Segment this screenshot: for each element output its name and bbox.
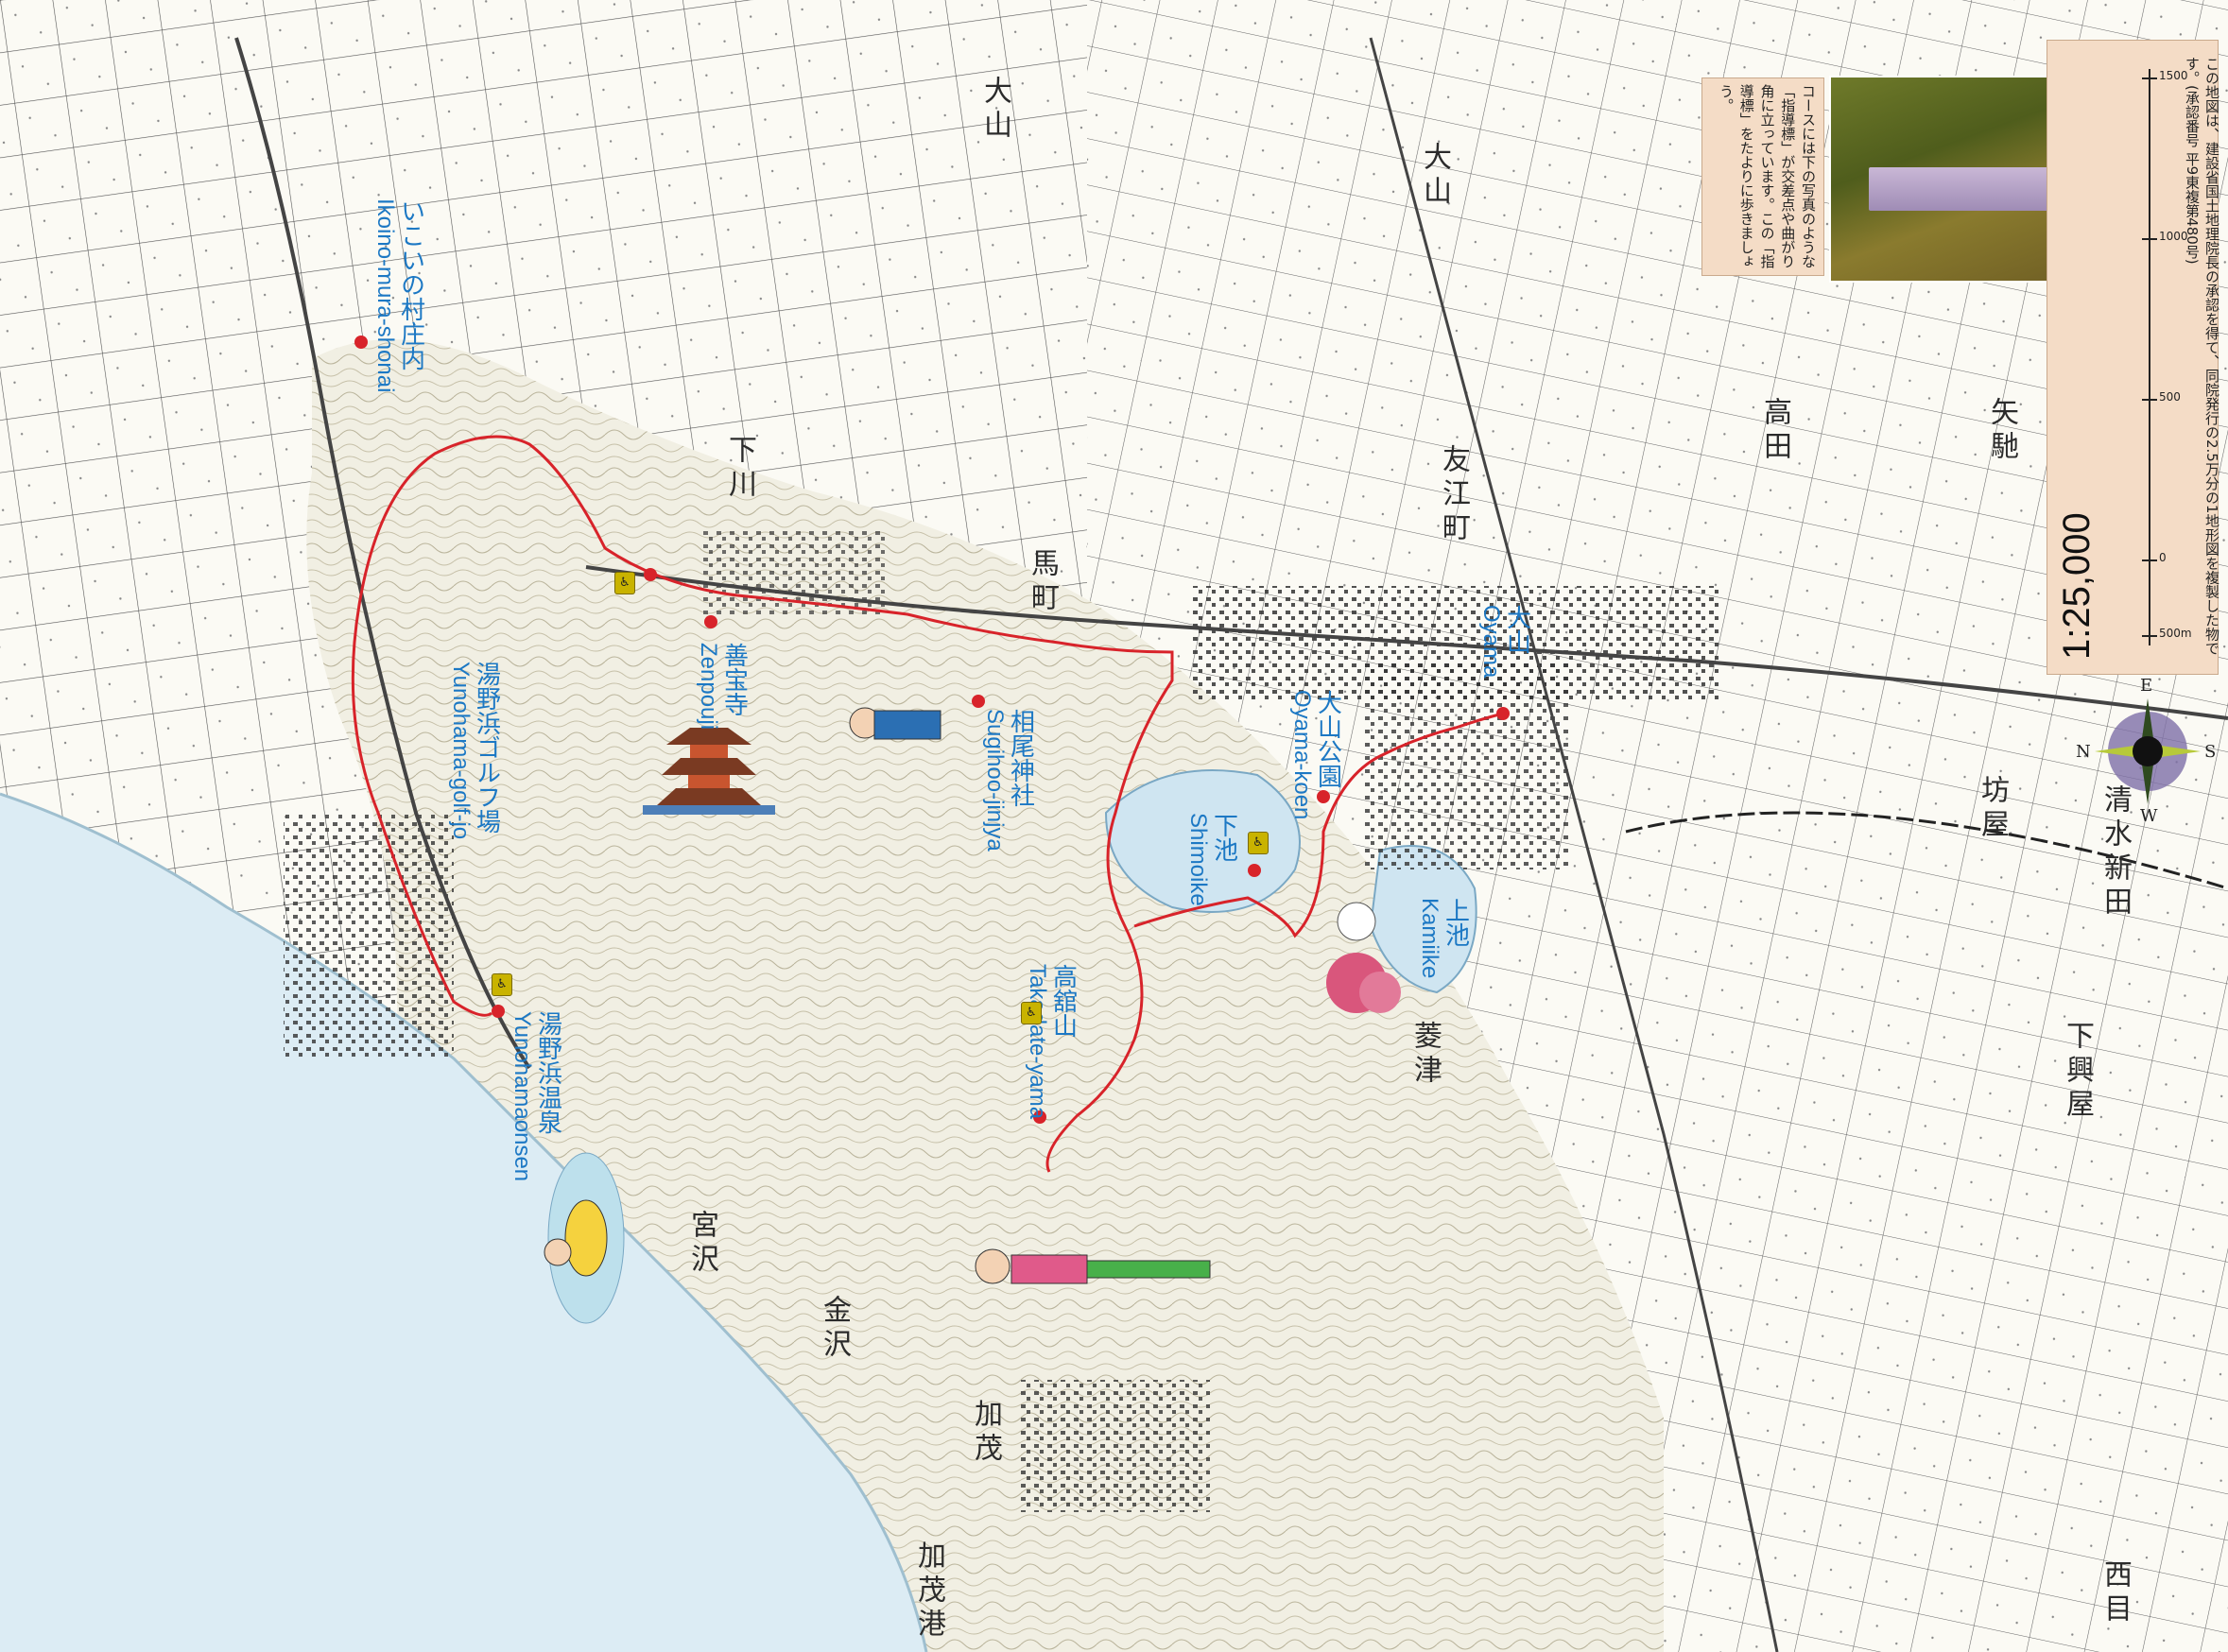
place-label-ro: Sugihoo-jinjya bbox=[982, 709, 1009, 852]
place-label-ikoino-mura: いこいの村庄内 Ikoino-mura-shonai bbox=[372, 198, 425, 393]
place-label-yunohama-golf: 湯野浜ゴルフ場 Yunohama-golf-jo bbox=[448, 662, 501, 840]
compass-s: S bbox=[2204, 742, 2217, 762]
place-label-ro: Ikoino-mura-shonai bbox=[372, 198, 399, 393]
place-label-yunohama-onsen: 湯野浜温泉 Yunohamaonsen bbox=[510, 1011, 562, 1182]
place-label-ja: 高舘山 bbox=[1048, 964, 1078, 1038]
toilet-icon: ♿ bbox=[1021, 1002, 1042, 1024]
place-label-ja: 大山 bbox=[1502, 605, 1531, 654]
map-text-shimokawa: 下川 bbox=[723, 435, 756, 503]
map-text-shimizu-shinden: 清水新田 bbox=[2098, 784, 2132, 921]
place-label-ja: 上池 bbox=[1441, 898, 1470, 947]
place-label-shimoike: 下池 Shimoike bbox=[1185, 813, 1238, 906]
place-label-ja: 善宝寺 bbox=[719, 643, 749, 716]
scale-ratio: 1:25,000 bbox=[2056, 512, 2098, 660]
scale-bar bbox=[2142, 69, 2157, 645]
map-text-kamo: 加茂 bbox=[969, 1399, 1002, 1467]
map-text-shimo-kouya: 下興屋 bbox=[2061, 1021, 2094, 1123]
place-label-ro: Yunohamaonsen bbox=[510, 1011, 536, 1182]
place-label-takadate-yama: 高舘山 Takadate-yama bbox=[1025, 964, 1078, 1120]
map-text-umamachi: 馬町 bbox=[1026, 548, 1059, 616]
place-label-ro: Shimoike bbox=[1185, 813, 1212, 906]
map-text-kanazawa: 金沢 bbox=[818, 1295, 851, 1363]
place-label-ro: Yunohama-golf-jo bbox=[448, 662, 475, 840]
copyright-notice: この地図は、建設省国土地理院長の承認を得て、同院発行の2.5万分の1地形図を複製… bbox=[2184, 57, 2220, 656]
map-text-tomoemachi: 友江町 bbox=[1437, 444, 1470, 546]
map-text-oyama-north: 大山 bbox=[978, 76, 1011, 144]
scale-tick-500m: 500m bbox=[2159, 627, 2192, 640]
place-label-ro: Oyama-koen bbox=[1289, 690, 1316, 820]
toilet-icon: ♿ bbox=[492, 973, 512, 996]
scale-tick-0: 0 bbox=[2159, 551, 2167, 564]
place-label-ro: Takadate-yama bbox=[1025, 964, 1051, 1120]
scale-tick-1500: 1500 bbox=[2159, 69, 2188, 82]
map-text-takada: 高田 bbox=[1758, 397, 1791, 465]
place-label-ja: 湯野浜ゴルフ場 bbox=[472, 662, 501, 834]
place-label-ro: Oyama bbox=[1478, 605, 1505, 679]
scale-tick-500: 500 bbox=[2159, 390, 2181, 404]
map-text-yabase: 矢馳 bbox=[1985, 397, 2018, 465]
map-text-miyazawa: 宮沢 bbox=[685, 1210, 718, 1278]
map-text-hishizu: 菱津 bbox=[1408, 1021, 1442, 1089]
signpost-note: コースには下の写真のような「指導標」が交差点や曲がり角に立っています。この「指導… bbox=[1701, 77, 1824, 276]
map-text-kamo-port: 加茂港 bbox=[912, 1540, 945, 1643]
toilet-icon: ♿ bbox=[614, 572, 635, 594]
compass-e: E bbox=[2140, 676, 2153, 696]
place-label-ja: 下池 bbox=[1209, 813, 1238, 862]
place-label-zenpouji: 善宝寺 Zenpouji bbox=[696, 643, 749, 731]
place-label-ro: Zenpouji bbox=[696, 643, 722, 731]
map-text-oyama-east: 大山 bbox=[1418, 142, 1451, 210]
map-text-nishime: 西目 bbox=[2098, 1559, 2132, 1627]
compass-rose: E W S N bbox=[2076, 676, 2216, 826]
place-label-ja: 湯野浜温泉 bbox=[533, 1011, 562, 1134]
place-label-oyama: 大山 Oyama bbox=[1478, 605, 1531, 679]
map-info-panel: 1500 1000 500 0 500m bbox=[2047, 40, 2219, 675]
place-label-kamiike: 上池 Kamiike bbox=[1417, 898, 1470, 979]
scale-tick-1000: 1000 bbox=[2159, 230, 2188, 243]
place-label-ja: いこいの村庄内 bbox=[396, 198, 425, 370]
compass-n: N bbox=[2076, 742, 2091, 762]
place-label-oyama-koen: 大山公園 Oyama-koen bbox=[1289, 690, 1342, 820]
place-label-sugihoo-jinjya: 相尾神社 Sugihoo-jinjya bbox=[982, 709, 1035, 852]
place-label-ro: Kamiike bbox=[1417, 898, 1443, 979]
toilet-icon: ♿ bbox=[1248, 832, 1269, 854]
map-text-bouya: 坊屋 bbox=[1976, 775, 2009, 843]
compass-icon bbox=[2095, 698, 2201, 804]
compass-w: W bbox=[2140, 806, 2158, 826]
place-label-ja: 大山公園 bbox=[1313, 690, 1342, 788]
place-label-ja: 相尾神社 bbox=[1006, 709, 1035, 807]
